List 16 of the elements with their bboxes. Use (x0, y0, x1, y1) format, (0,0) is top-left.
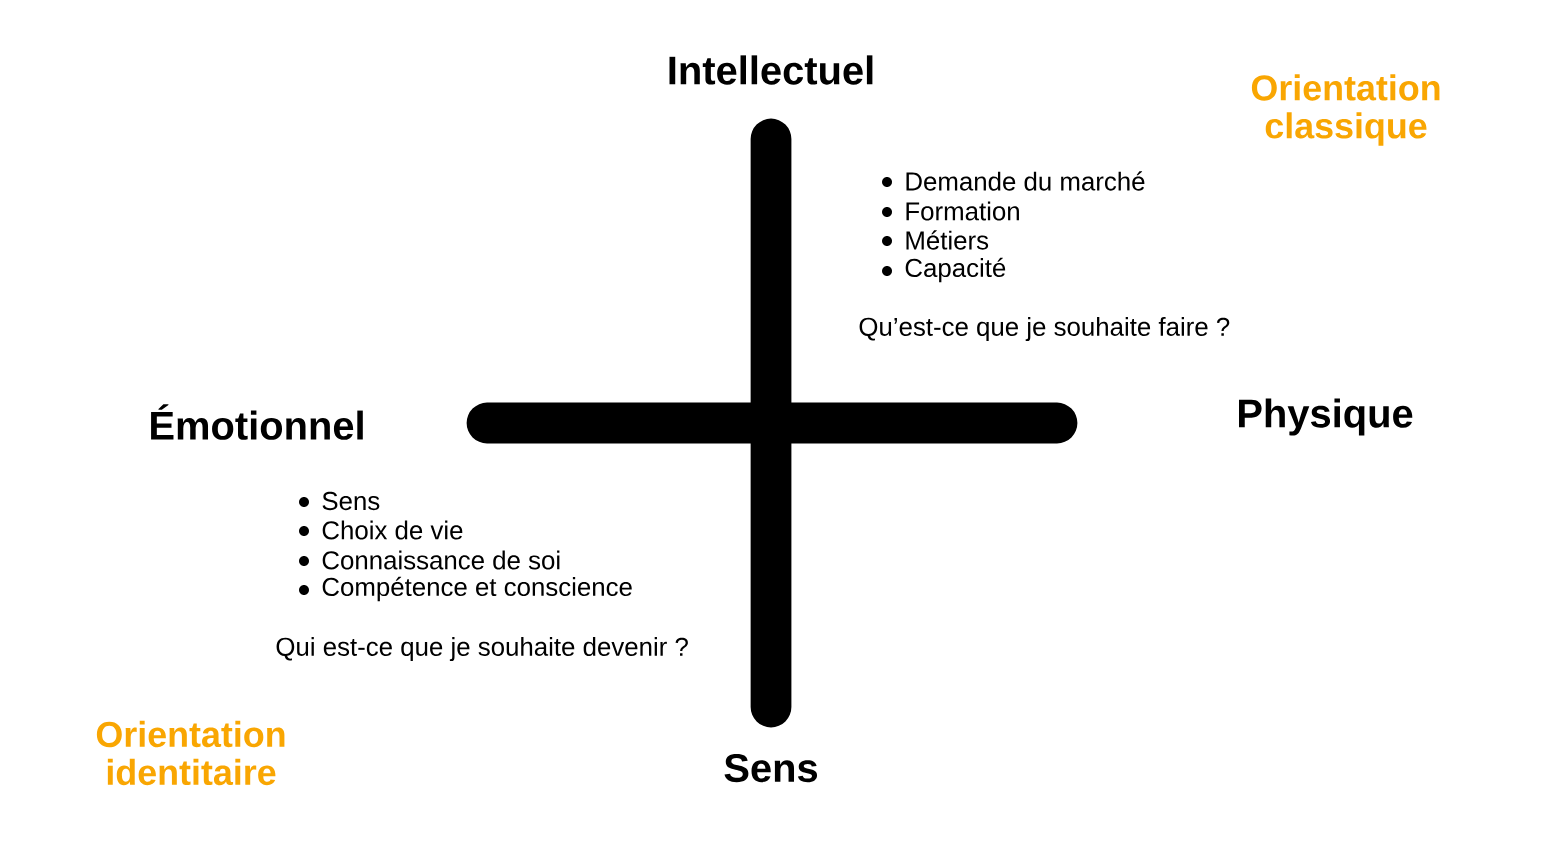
axis-label: Physique (1239, 398, 1413, 436)
question-text: Qu’est-ce que je souhaite faire ? (859, 316, 1230, 342)
list-item: Sens (322, 491, 380, 511)
quadrant-heading: Orientation identitaire (96, 720, 285, 786)
quadrant-heading: Orientation classique (1251, 74, 1440, 146)
axis-label: Émotionnel (151, 404, 363, 440)
axis-label: Intellectuel (669, 55, 873, 85)
axis-label: Sens (724, 753, 818, 783)
question-text: Qui est-ce que je souhaite devenir ? (276, 636, 688, 662)
list-item: Compétence et conscience (322, 576, 632, 602)
list-item: Capacité (905, 257, 1006, 283)
list-item: Métiers (906, 230, 989, 250)
list-item: Demande du marché (906, 171, 1145, 191)
list-item: Formation (906, 201, 1019, 221)
list-item: Choix de vie (322, 520, 463, 540)
list-item: Connaissance de soi (322, 550, 560, 570)
